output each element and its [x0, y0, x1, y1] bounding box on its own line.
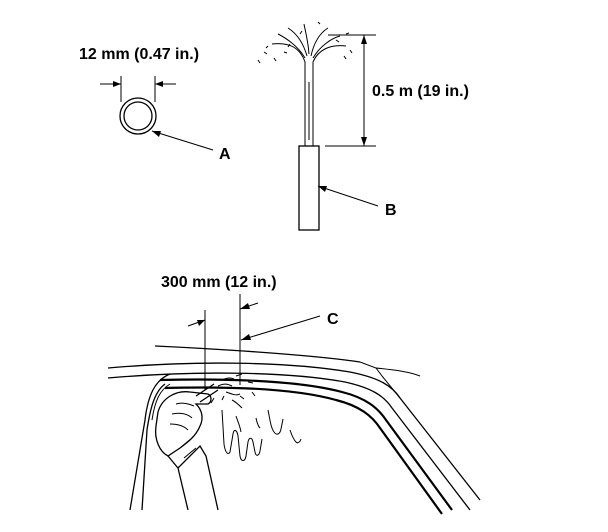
dim-arrowhead-right: [155, 81, 163, 87]
dim-arrowhead-left: [113, 81, 121, 87]
hose-outer-ring: [119, 97, 157, 135]
callout-a-arrowhead: [152, 131, 161, 137]
water-drips: [235, 415, 261, 433]
hose-nozzle: [195, 383, 219, 403]
callout-c-arrowhead: [241, 334, 251, 340]
callout-a-label: A: [219, 146, 231, 163]
door-frame-left-3: [151, 383, 171, 421]
distance-arrowhead-left: [197, 320, 205, 326]
water-spray: [210, 373, 256, 409]
pillar-detail: [359, 361, 421, 399]
spray-height-label: 0.5 m (19 in.): [372, 83, 469, 100]
callout-c-leader: [240, 315, 321, 341]
fountain-spray: [271, 23, 347, 63]
hand-fingers: [169, 402, 195, 431]
callout-c-label: C: [327, 311, 339, 328]
door-frame-left-2: [141, 383, 166, 511]
hose-diameter-label: 12 mm (0.47 in.): [79, 46, 199, 63]
hose-cross-section: 12 mm (0.47 in.) A: [79, 46, 231, 163]
height-arrowhead-bottom: [361, 137, 367, 146]
callout-b-leader: [317, 185, 379, 207]
spray-distance-label: 300 mm (12 in.): [161, 274, 277, 291]
roof-outer-contour: [107, 362, 481, 501]
hand: [154, 391, 212, 457]
distance-arrowhead-right: [240, 303, 250, 309]
height-arrowhead-top: [361, 35, 367, 44]
spray-height-panel: 0.5 m (19 in.) B: [257, 21, 469, 231]
water-runoff: [221, 409, 302, 461]
roof-contour-2: [107, 372, 471, 511]
callout-b-label: B: [385, 202, 397, 219]
weatherstrip-line-2: [164, 386, 443, 515]
car-spray-panel: 300 mm (12 in.) C: [107, 274, 481, 515]
door-frame-left-1: [129, 373, 171, 511]
weatherstrip-line-1: [159, 378, 453, 511]
cuff-detail: [179, 437, 197, 459]
hose-inner-ring: [123, 101, 153, 131]
callout-a-leader: [151, 130, 214, 151]
roof-edge-upper: [154, 345, 361, 363]
callout-b-arrowhead: [318, 186, 327, 192]
hose-b: [298, 145, 320, 231]
spray-droplets: [257, 21, 353, 64]
sleeve: [167, 444, 219, 511]
